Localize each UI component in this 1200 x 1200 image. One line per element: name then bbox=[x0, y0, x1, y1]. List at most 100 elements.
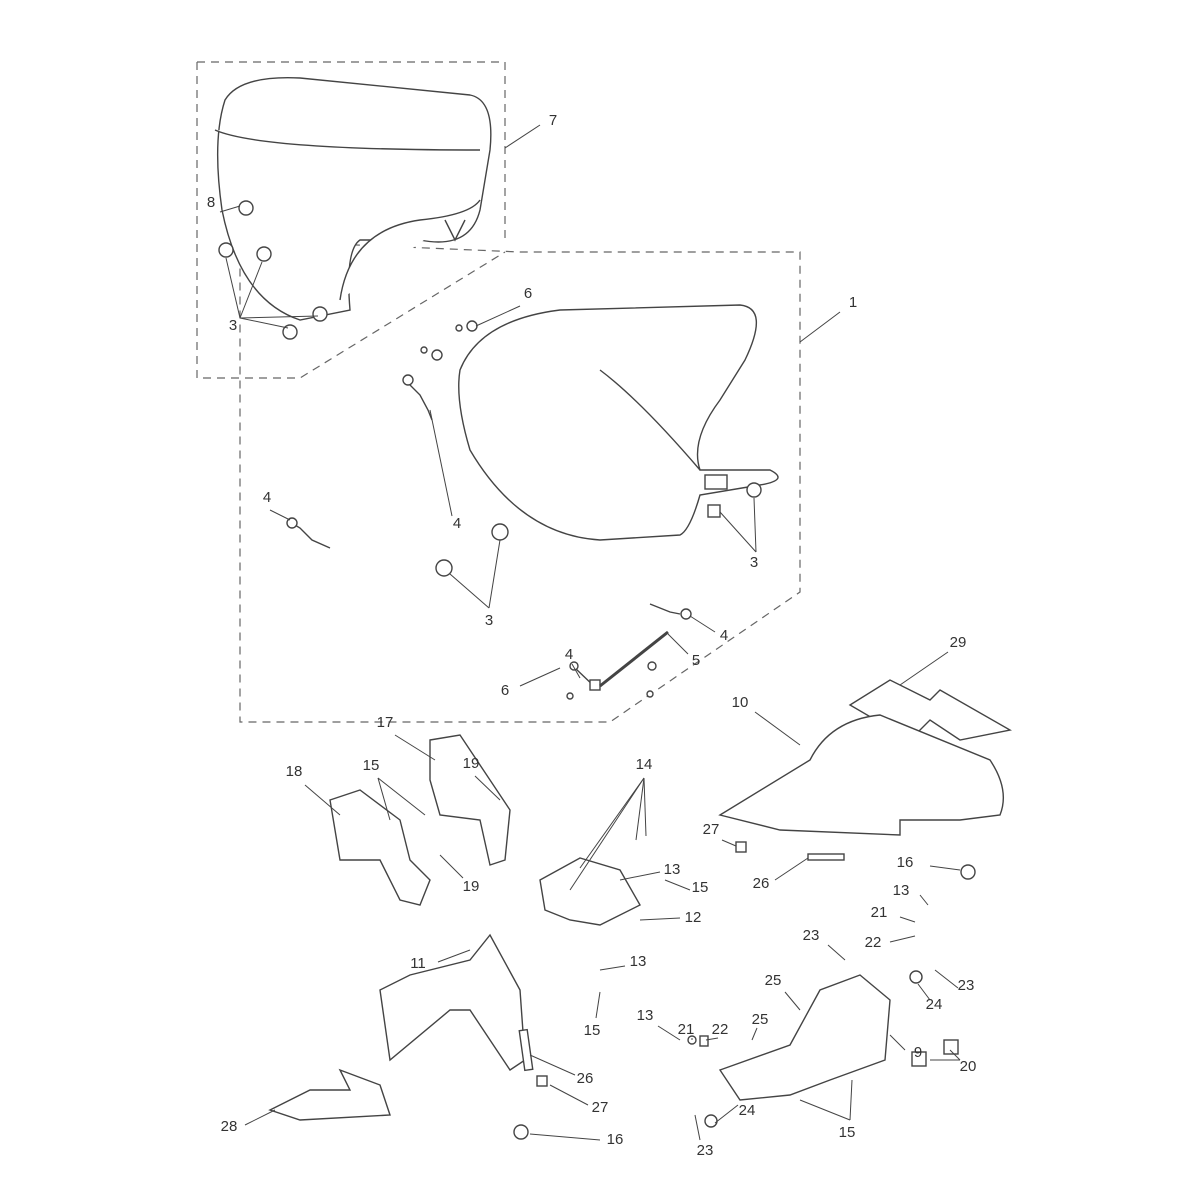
callout-number-14: 14 bbox=[636, 756, 653, 773]
leader-line bbox=[429, 409, 453, 517]
leader-line bbox=[657, 1025, 681, 1041]
leader-line bbox=[377, 777, 391, 821]
leader-line bbox=[529, 1054, 576, 1076]
callout-number-7: 7 bbox=[549, 112, 557, 129]
callout-number-22: 22 bbox=[865, 934, 882, 951]
callout-number-6: 6 bbox=[501, 682, 509, 699]
callout-number-17: 17 bbox=[377, 714, 394, 731]
leader-line bbox=[504, 124, 541, 149]
callout-number-9: 9 bbox=[914, 1044, 922, 1061]
rear-seat-group-box bbox=[196, 61, 506, 379]
leader-line bbox=[519, 667, 561, 687]
callout-number-21: 21 bbox=[678, 1021, 695, 1038]
leader-line bbox=[799, 1099, 851, 1121]
part-18-bracket bbox=[329, 789, 431, 906]
leader-line bbox=[667, 633, 689, 655]
part-17-bracket bbox=[429, 734, 511, 866]
callout-number-4: 4 bbox=[263, 489, 271, 506]
part-10-tail-panel bbox=[718, 714, 1004, 836]
leader-line bbox=[664, 879, 691, 891]
leader-line bbox=[439, 854, 464, 879]
leader-line bbox=[475, 305, 521, 327]
callout-number-6: 6 bbox=[524, 285, 532, 302]
leader-line bbox=[269, 509, 291, 521]
small-parts bbox=[218, 200, 762, 700]
leader-line bbox=[529, 1133, 601, 1141]
callout-number-15: 15 bbox=[839, 1124, 856, 1141]
part-28-decal bbox=[268, 1068, 391, 1121]
leader-line bbox=[919, 894, 929, 906]
callout-number-3: 3 bbox=[485, 612, 493, 629]
callout-number-3: 3 bbox=[750, 554, 758, 571]
callout-number-29: 29 bbox=[950, 634, 967, 651]
callout-number-25: 25 bbox=[765, 972, 782, 989]
leader-line bbox=[751, 1027, 758, 1041]
leader-line bbox=[827, 944, 846, 961]
callout-leaders bbox=[219, 124, 961, 1141]
leader-line bbox=[571, 663, 581, 679]
leader-line bbox=[437, 949, 471, 963]
rear-seat bbox=[214, 76, 492, 321]
callout-number-18: 18 bbox=[286, 763, 303, 780]
part-12-bracket bbox=[539, 857, 641, 926]
leader-line bbox=[689, 615, 716, 633]
callout-number-13: 13 bbox=[630, 953, 647, 970]
lower-parts bbox=[268, 679, 1012, 1140]
leader-line bbox=[753, 497, 757, 553]
rider-seat bbox=[458, 304, 779, 541]
leader-line bbox=[244, 1109, 276, 1126]
callout-number-15: 15 bbox=[363, 757, 380, 774]
leader-line bbox=[934, 969, 959, 989]
leader-line bbox=[488, 539, 501, 609]
leader-line bbox=[899, 916, 916, 923]
callout-number-26: 26 bbox=[577, 1070, 594, 1087]
callout-number-16: 16 bbox=[897, 854, 914, 871]
leader-line bbox=[929, 865, 961, 871]
leader-line bbox=[569, 777, 645, 891]
callout-number-19: 19 bbox=[463, 755, 480, 772]
callout-number-10: 10 bbox=[732, 694, 749, 711]
callout-number-24: 24 bbox=[926, 996, 943, 1013]
leader-line bbox=[719, 511, 757, 553]
callout-number-4: 4 bbox=[720, 627, 728, 644]
leader-line bbox=[599, 965, 626, 971]
leader-line bbox=[474, 775, 501, 801]
leader-line bbox=[394, 734, 436, 761]
callout-number-27: 27 bbox=[592, 1099, 609, 1116]
callout-number-19: 19 bbox=[463, 878, 480, 895]
callout-number-3: 3 bbox=[229, 317, 237, 334]
callout-number-13: 13 bbox=[893, 882, 910, 899]
leader-line bbox=[889, 935, 916, 943]
callout-number-23: 23 bbox=[697, 1142, 714, 1159]
part-9-bracket bbox=[718, 974, 891, 1101]
callout-number-13: 13 bbox=[664, 861, 681, 878]
leader-line bbox=[595, 991, 601, 1019]
callout-number-20: 20 bbox=[960, 1058, 977, 1075]
callout-number-22: 22 bbox=[712, 1021, 729, 1038]
leader-line bbox=[774, 857, 809, 881]
leader-line bbox=[643, 777, 647, 837]
callout-number-1: 1 bbox=[849, 294, 857, 311]
leader-line bbox=[849, 1079, 853, 1121]
leader-line bbox=[304, 784, 341, 816]
part-11-side-panel bbox=[379, 933, 526, 1071]
leader-line bbox=[239, 317, 289, 329]
leader-line bbox=[721, 839, 737, 847]
leader-line bbox=[449, 573, 490, 609]
callout-number-13: 13 bbox=[637, 1007, 654, 1024]
callout-number-4: 4 bbox=[453, 515, 461, 532]
leader-line bbox=[754, 711, 801, 746]
leader-line bbox=[917, 983, 931, 1001]
callout-number-28: 28 bbox=[221, 1118, 238, 1135]
leader-line bbox=[239, 315, 319, 319]
leader-line bbox=[377, 777, 426, 816]
leader-line bbox=[705, 1037, 719, 1041]
leader-line bbox=[225, 257, 241, 319]
callout-number-5: 5 bbox=[692, 652, 700, 669]
leader-line bbox=[889, 1034, 906, 1051]
leader-line bbox=[579, 777, 645, 869]
leader-line bbox=[784, 991, 801, 1011]
